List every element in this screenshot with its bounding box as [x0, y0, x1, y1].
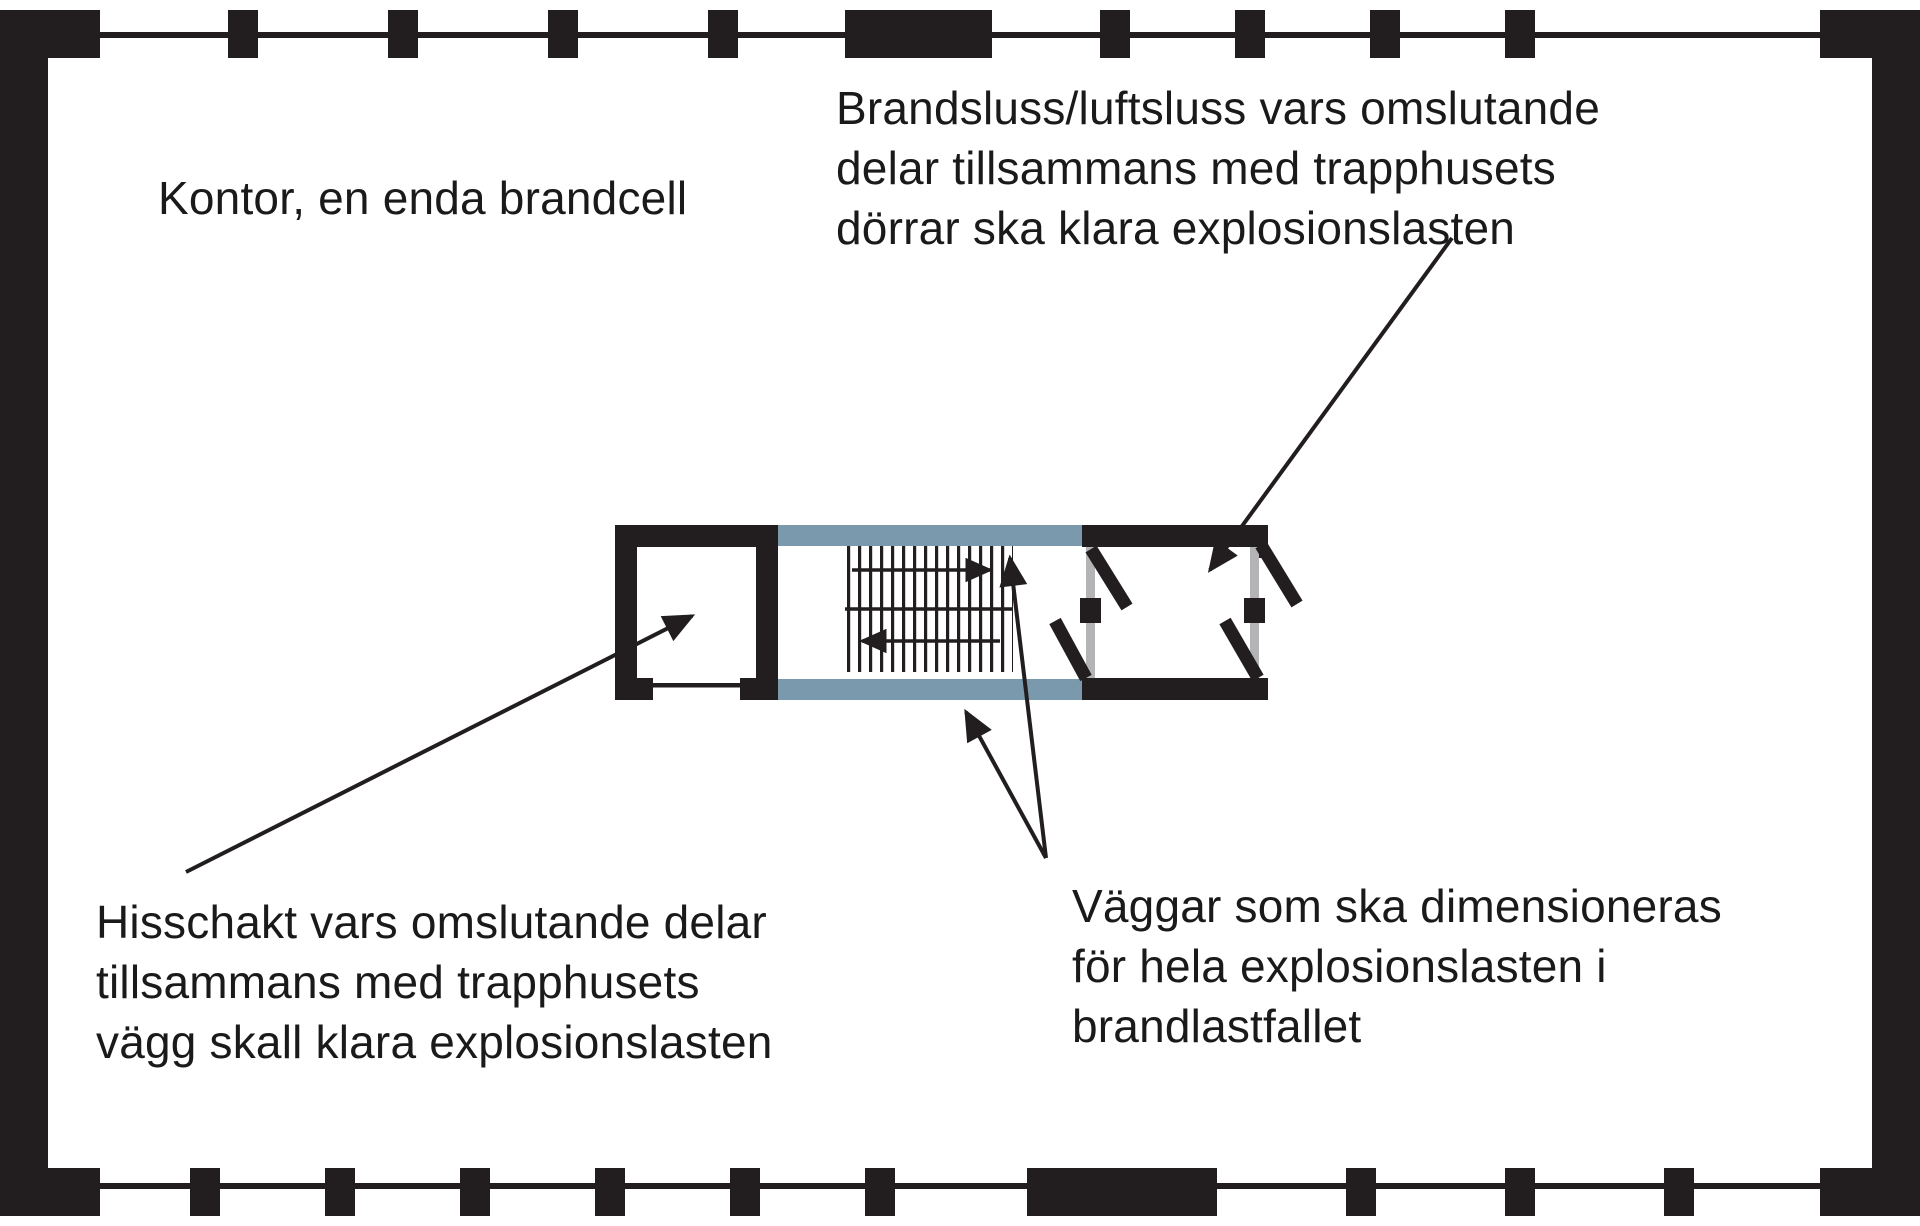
column: [708, 10, 738, 58]
airlock-bottom-wall: [1082, 678, 1268, 700]
column: [548, 10, 578, 58]
door-hinge-block-right: [1244, 598, 1265, 623]
elevator-shaft-right-wall: [756, 525, 778, 700]
column: [1505, 10, 1535, 58]
column: [325, 1168, 355, 1216]
column: [1505, 1168, 1535, 1216]
elevator-door-jamb-left: [637, 678, 653, 700]
explosion-wall-top: [778, 525, 1082, 546]
vaggar-label-line-2: för hela explosionslasten i: [1072, 940, 1607, 992]
vaggar-label: Väggar som ska dimensioneras för hela ex…: [1072, 876, 1722, 1056]
airlock-door-leaf-bottom-left: [1049, 617, 1092, 682]
column: [1235, 10, 1265, 58]
leader-arrow-vaggar-bottom-wall: [964, 708, 1048, 859]
hisschakt-label-line-1: Hisschakt vars omslutande delar: [96, 896, 767, 948]
top-facade-columns: [228, 10, 1535, 58]
leader-arrows: [185, 236, 1454, 874]
elevator-shaft-left-wall: [615, 525, 637, 700]
airlock-door-leaf-top-left: [1085, 545, 1133, 611]
column: [388, 10, 418, 58]
corner-column-top-left: [0, 10, 100, 58]
brandsluss-label-line-3: dörrar ska klara explosionslasten: [836, 202, 1516, 254]
column: [190, 1168, 220, 1216]
brandsluss-label-line-2: delar tillsammans med trapphusets: [836, 142, 1556, 194]
elevator-shaft-top-wall: [615, 525, 778, 547]
office-label: Kontor, en enda brandcell: [158, 168, 687, 228]
airlock-door-leaf-top-right: [1255, 541, 1303, 608]
column: [595, 1168, 625, 1216]
leader-arrow-hisschakt: [185, 614, 696, 874]
column: [1100, 10, 1130, 58]
bottom-facade-columns: [190, 1168, 1694, 1216]
column: [730, 1168, 760, 1216]
wide-column: [1027, 1168, 1217, 1216]
right-exterior-wall: [1872, 10, 1920, 1216]
elevator-shaft: [615, 525, 778, 700]
corner-column-top-right: [1820, 10, 1920, 58]
elevator-door-jamb-right: [740, 678, 756, 700]
bottom-wall-line: [48, 1183, 1872, 1189]
column: [460, 1168, 490, 1216]
column: [1346, 1168, 1376, 1216]
hisschakt-label: Hisschakt vars omslutande delar tillsamm…: [96, 892, 773, 1072]
vaggar-label-line-1: Väggar som ska dimensioneras: [1072, 880, 1722, 932]
column: [1664, 1168, 1694, 1216]
office-label-text: Kontor, en enda brandcell: [158, 172, 688, 224]
column: [1370, 10, 1400, 58]
brandsluss-label-line-1: Brandsluss/luftsluss vars omslutande: [836, 82, 1600, 134]
corner-column-bottom-left: [0, 1168, 100, 1216]
column: [228, 10, 258, 58]
stairwell: [778, 525, 1082, 700]
elevator-door-line: [653, 683, 740, 688]
wide-column: [845, 10, 992, 58]
brandsluss-label: Brandsluss/luftsluss vars omslutande del…: [836, 78, 1600, 258]
corner-column-bottom-right: [1820, 1168, 1920, 1216]
door-hinge-block-left: [1080, 598, 1101, 623]
airlock-door-leaf-bottom-right: [1219, 617, 1264, 682]
left-exterior-wall: [0, 10, 48, 1216]
explosion-wall-bottom: [778, 679, 1082, 700]
airlock-room: [1049, 525, 1303, 700]
leader-arrow-vaggar-top-wall: [999, 554, 1048, 859]
hisschakt-label-line-2: tillsammans med trapphusets: [96, 956, 700, 1008]
leader-arrow-brandsluss: [1207, 236, 1454, 573]
hisschakt-label-line-3: vägg skall klara explosionslasten: [96, 1016, 773, 1068]
column: [865, 1168, 895, 1216]
vaggar-label-line-3: brandlastfallet: [1072, 1000, 1362, 1052]
